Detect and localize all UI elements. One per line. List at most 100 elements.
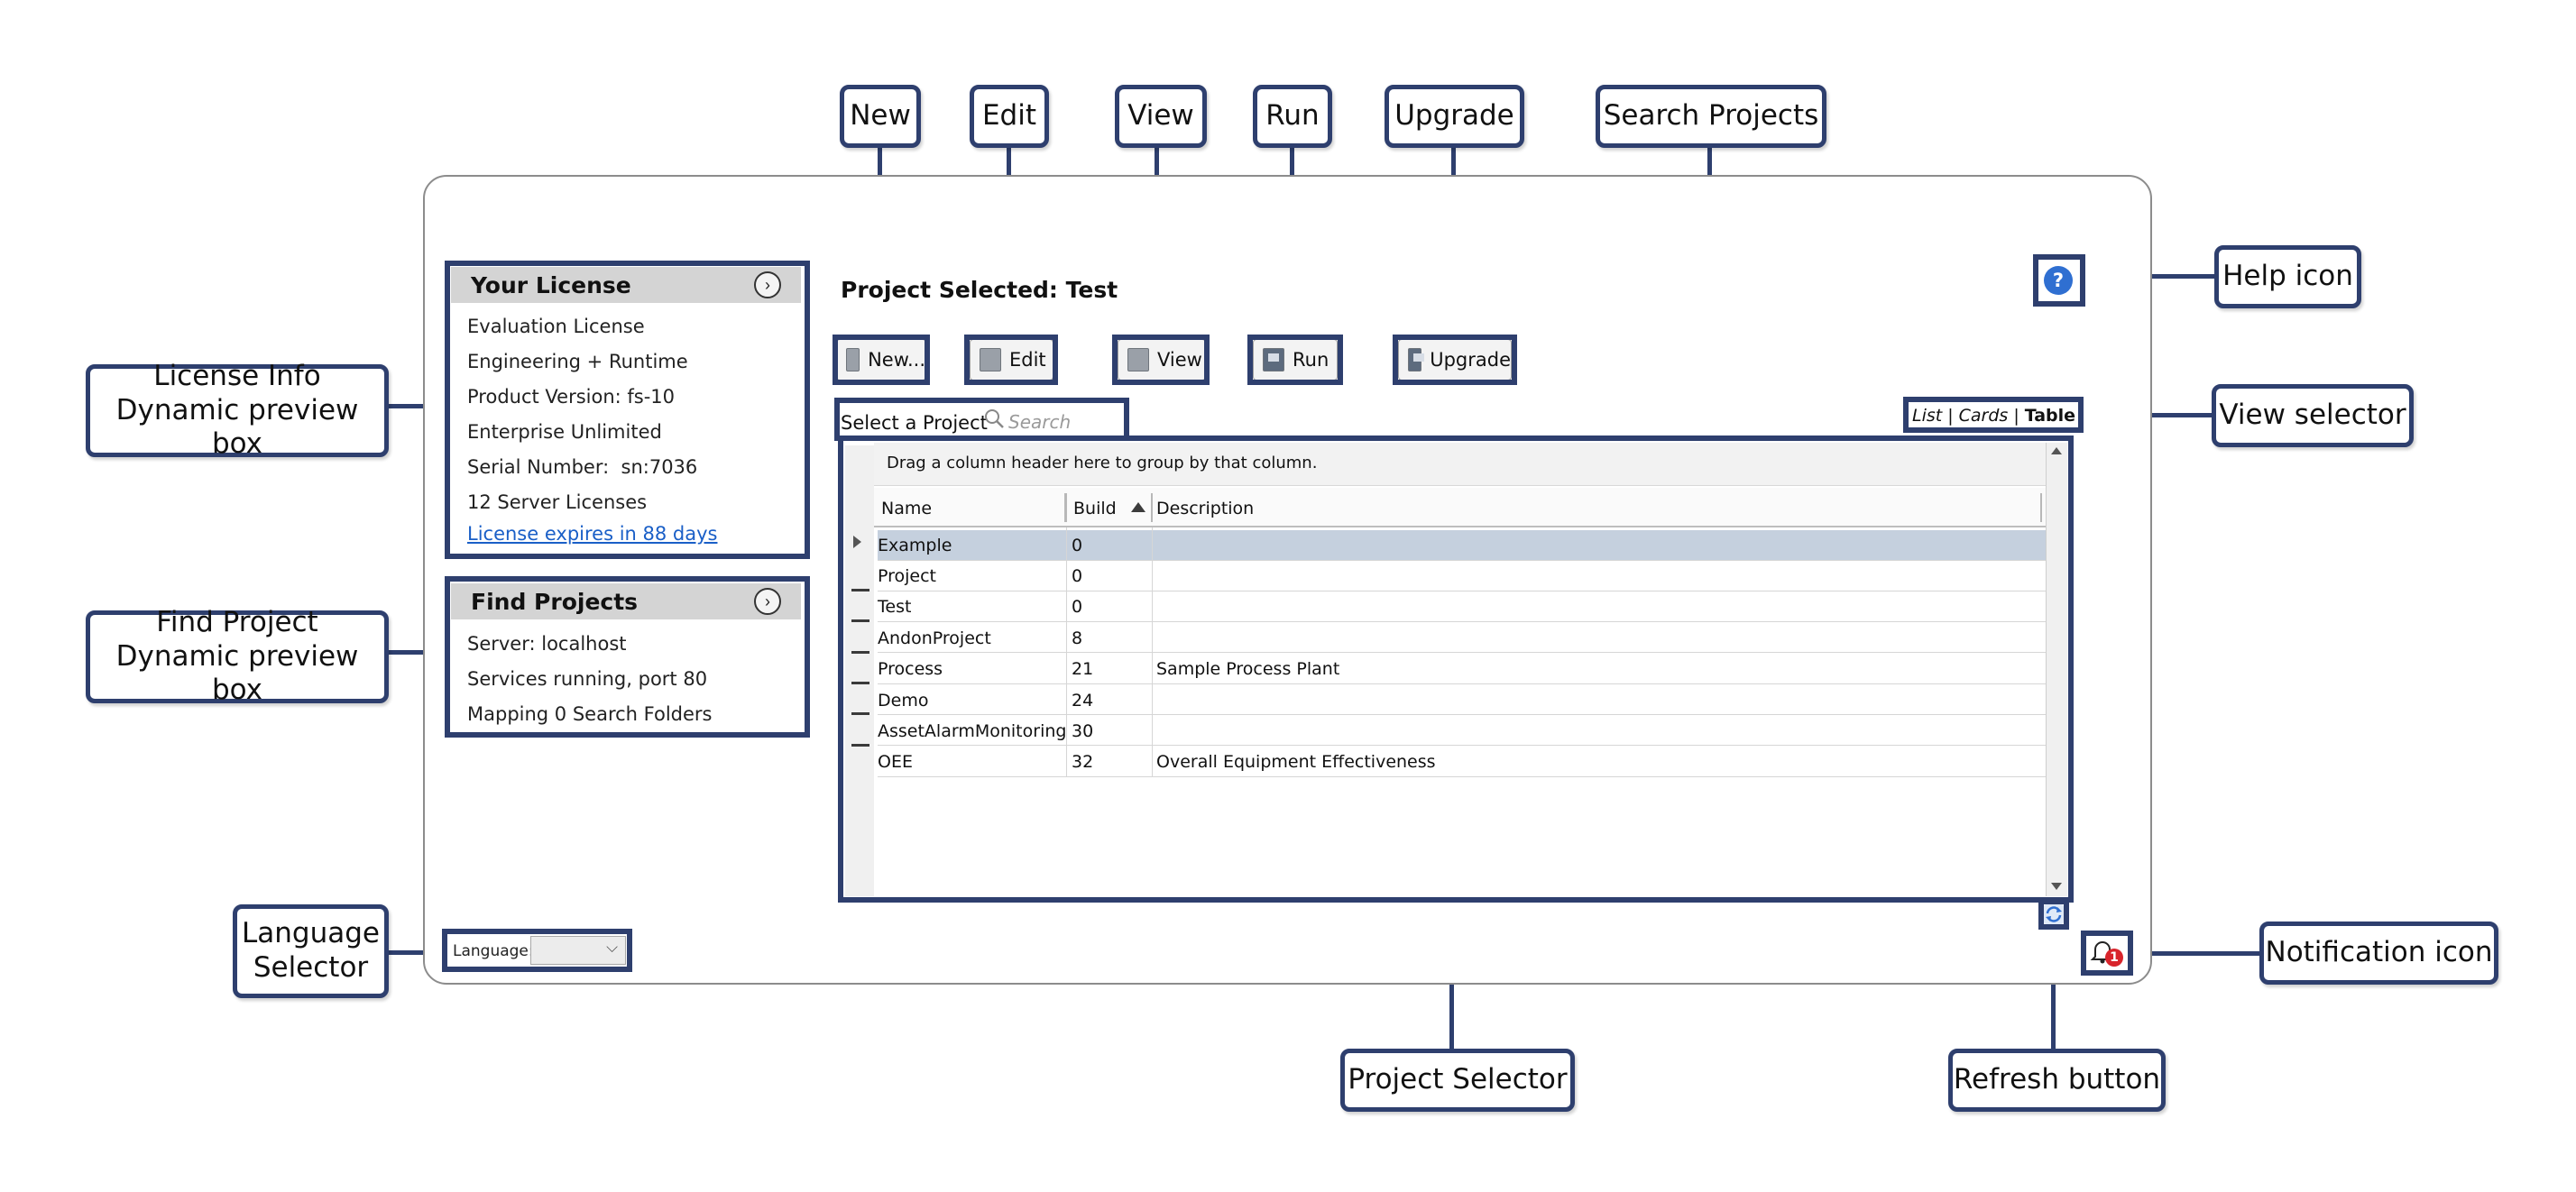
column-divider <box>2040 493 2042 522</box>
upgrade-button-highlight <box>1393 335 1517 385</box>
view-project-icon <box>1127 348 1149 371</box>
column-header-build[interactable]: Build <box>1073 499 1117 518</box>
license-line-1: Engineering + Runtime <box>467 351 688 372</box>
language-dropdown[interactable]: ⌵ <box>530 936 626 965</box>
row-indicator <box>851 651 869 654</box>
find-projects-line-0: Server: localhost <box>467 633 627 655</box>
column-header-description[interactable]: Description <box>1156 499 1255 518</box>
find-projects-highlight <box>445 576 810 738</box>
cell-name: Test <box>878 597 912 617</box>
license-line-2: Product Version: fs-10 <box>467 386 676 408</box>
notification-badge: 1 <box>2105 949 2123 967</box>
callout-find-project-line2: Dynamic preview box <box>115 639 359 707</box>
callout-run: Run <box>1253 85 1332 148</box>
cell-name: OEE <box>878 752 913 772</box>
table-row[interactable] <box>878 747 2046 777</box>
notification-highlight <box>2081 931 2133 976</box>
chevron-down-icon: ⌵ <box>606 939 618 956</box>
vertical-scrollbar[interactable] <box>2046 443 2067 896</box>
find-projects-expand-icon[interactable]: › <box>754 588 781 615</box>
cell-build: 0 <box>1072 566 1083 586</box>
view-option-cards[interactable]: Cards <box>1958 406 2009 426</box>
table-row[interactable] <box>878 684 2046 715</box>
table-row-selected[interactable] <box>878 530 2046 561</box>
license-line-4: Serial Number: sn:7036 <box>467 456 698 478</box>
cell-build: 21 <box>1072 659 1094 679</box>
group-panel <box>874 443 2046 486</box>
cell-build: 30 <box>1072 721 1094 741</box>
refresh-button-highlight <box>2038 899 2069 930</box>
project-grid-highlight <box>838 436 2074 903</box>
row-indicator <box>851 744 869 747</box>
callout-license-info: License Info Dynamic preview box <box>86 360 389 460</box>
new-button[interactable]: New... <box>836 339 926 381</box>
edit-button[interactable]: Edit <box>970 339 1053 381</box>
table-row[interactable] <box>878 561 2046 591</box>
callout-view-text: View <box>1127 99 1194 133</box>
callout-new-text: New <box>850 99 911 133</box>
column-header-name[interactable]: Name <box>881 499 933 518</box>
callout-search-projects-text: Search Projects <box>1603 99 1819 133</box>
license-expand-icon[interactable]: › <box>754 271 781 298</box>
cell-description: Sample Process Plant <box>1156 659 1340 679</box>
cell-build: 0 <box>1072 597 1083 617</box>
table-row[interactable] <box>878 654 2046 684</box>
run-button[interactable]: Run <box>1253 339 1338 381</box>
view-option-table[interactable]: Table <box>2024 406 2076 426</box>
find-projects-header: Find Projects <box>451 583 801 619</box>
callout-project-selector-text: Project Selector <box>1348 1063 1568 1096</box>
cell-build: 24 <box>1072 691 1094 711</box>
scroll-down-icon[interactable] <box>2051 883 2062 890</box>
search-highlight <box>834 398 1129 441</box>
license-panel <box>449 263 805 554</box>
run-button-highlight <box>1247 335 1343 385</box>
callout-view-selector: View selector <box>2212 384 2414 447</box>
callout-new: New <box>840 85 921 148</box>
help-icon[interactable]: ? <box>2044 266 2073 295</box>
language-label: Language: <box>453 942 534 960</box>
callout-search-projects: Search Projects <box>1596 85 1826 148</box>
view-selector-highlight <box>1903 397 2084 433</box>
cell-name: AndonProject <box>878 628 991 648</box>
callout-help-icon-text: Help icon <box>2222 260 2353 293</box>
grid-header-row <box>874 488 2046 527</box>
cell-name: Example <box>878 536 952 555</box>
table-row[interactable] <box>878 591 2046 622</box>
scroll-up-icon[interactable] <box>2051 447 2062 454</box>
view-separator-2: | <box>2013 406 2019 426</box>
row-indicator <box>851 712 869 715</box>
group-hint-text: Drag a column header here to group by th… <box>887 454 1318 472</box>
upgrade-button[interactable]: Upgrade <box>1398 339 1512 381</box>
connector-license <box>386 404 446 408</box>
view-button-label: View <box>1157 349 1202 371</box>
callout-language-selector: Language Selector <box>233 904 389 998</box>
refresh-button[interactable] <box>2044 904 2064 924</box>
view-option-list[interactable]: List <box>1912 406 1943 426</box>
license-expiry-link[interactable]: License expires in 88 days <box>467 523 718 545</box>
connector-notification <box>2130 951 2264 956</box>
table-row[interactable] <box>878 715 2046 746</box>
license-panel-highlight <box>445 261 810 559</box>
cell-name: Demo <box>878 691 929 711</box>
help-glyph: ? <box>2052 270 2065 291</box>
callout-view: View <box>1115 85 1207 148</box>
table-row[interactable] <box>878 622 2046 653</box>
new-button-label: New... <box>868 349 925 371</box>
search-input[interactable]: Search <box>980 408 1122 436</box>
notification-icon[interactable]: 1 <box>2089 938 2125 968</box>
callout-help-icon: Help icon <box>2214 245 2361 308</box>
callout-find-project: Find Project Dynamic preview box <box>86 606 389 706</box>
cell-name: Process <box>878 659 943 679</box>
edit-button-highlight <box>964 335 1058 385</box>
search-label: Select a Project <box>841 412 988 434</box>
callout-refresh-button-text: Refresh button <box>1953 1063 2161 1096</box>
run-button-label: Run <box>1293 349 1329 371</box>
callout-refresh-button: Refresh button <box>1948 1049 2166 1112</box>
grid-row-indicator-column <box>845 445 874 896</box>
callout-upgrade-text: Upgrade <box>1394 99 1514 133</box>
notification-count: 1 <box>2110 950 2119 965</box>
connector-find-project <box>386 650 446 655</box>
cell-description: Overall Equipment Effectiveness <box>1156 752 1436 772</box>
new-button-highlight <box>833 335 930 385</box>
view-button-highlight <box>1112 335 1210 385</box>
